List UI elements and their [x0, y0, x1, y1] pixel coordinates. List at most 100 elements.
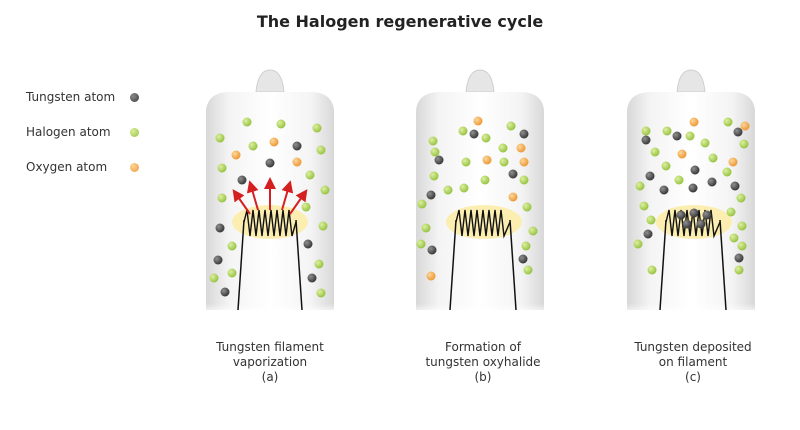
deposited-tungsten-atoms	[676, 208, 712, 229]
tungsten-atom	[303, 239, 313, 249]
tungsten-atom	[215, 223, 225, 233]
oxygen-atom	[677, 149, 687, 159]
halogen-atom	[635, 181, 645, 191]
halogen-atom	[523, 265, 533, 275]
tungsten-atom	[659, 185, 669, 195]
tungsten-atom	[696, 219, 706, 229]
tungsten-atom	[213, 255, 223, 265]
halogen-atom	[685, 131, 695, 141]
tungsten-atom	[707, 177, 717, 187]
halogen-atom	[646, 215, 656, 225]
oxygen-atom	[740, 121, 750, 131]
halogen-atom	[459, 183, 469, 193]
legend-label-tungsten: Tungsten atom	[26, 90, 116, 104]
halogen-atom	[519, 175, 529, 185]
tungsten-atom	[702, 210, 712, 220]
caption-b-line2: tungsten oxyhalide	[425, 355, 541, 369]
bulb-b-atoms	[416, 116, 538, 281]
tungsten-atom	[643, 229, 653, 239]
halogen-atom	[481, 133, 491, 143]
halogen-atom	[506, 121, 516, 131]
vapor-arrow	[289, 189, 308, 215]
halogen-atom	[522, 202, 532, 212]
halogen-atom	[227, 241, 237, 251]
halogen-atom	[737, 221, 747, 231]
tungsten-atom	[427, 245, 437, 255]
tungsten-atom	[292, 141, 302, 151]
halogen-atom	[708, 153, 718, 163]
tungsten-atom	[641, 135, 651, 145]
caption-b-label: (b)	[474, 370, 492, 384]
bulb-b-lead-left	[449, 219, 457, 311]
halogen-atom	[739, 139, 749, 149]
halogen-atom	[647, 265, 657, 275]
tungsten-atom	[519, 129, 529, 139]
halogen-atom	[729, 233, 739, 243]
halogen-atom	[305, 170, 315, 180]
halogen-atom	[633, 239, 643, 249]
tungsten-atom	[688, 183, 698, 193]
tungsten-atom	[469, 129, 479, 139]
legend-label-oxygen: Oxygen atom	[26, 160, 108, 174]
halogen-atom	[417, 199, 427, 209]
tungsten-atom	[645, 171, 655, 181]
bulb-a-atoms	[209, 117, 330, 298]
bulb-a-lead-right	[295, 219, 303, 311]
bulb-b-filament	[455, 209, 511, 239]
tungsten-atom	[307, 273, 317, 283]
bulb-c-cap	[676, 69, 706, 93]
halogen-atom	[301, 202, 311, 212]
caption-c-line1: Tungsten deposited	[634, 340, 752, 354]
oxygen-atom	[269, 137, 279, 147]
caption-b-line1: Formation of	[445, 340, 521, 354]
oxygen-atom-icon	[130, 162, 139, 172]
halogen-atom	[421, 223, 431, 233]
halogen-atom	[217, 193, 227, 203]
tungsten-atom	[220, 287, 230, 297]
caption-a: Tungsten filament vaporization (a)	[180, 340, 360, 385]
caption-a-line2: vaporization	[232, 355, 308, 369]
tungsten-atom	[434, 155, 444, 165]
halogen-atom	[737, 241, 747, 251]
bulb-b	[410, 69, 550, 315]
halogen-atom	[461, 157, 471, 167]
tungsten-atom	[733, 127, 743, 137]
halogen-atom	[209, 273, 219, 283]
halogen-atom	[700, 138, 710, 148]
halogen-atom	[722, 167, 732, 177]
halogen-atom	[734, 265, 744, 275]
oxygen-atom	[473, 116, 483, 126]
halogen-atom	[215, 133, 225, 143]
oxygen-atom	[231, 150, 241, 160]
caption-c: Tungsten deposited on filament (c)	[603, 340, 783, 385]
oxygen-atom	[426, 271, 436, 281]
diagram-title: The Halogen regenerative cycle	[256, 12, 544, 31]
oxygen-atom	[519, 157, 529, 167]
tungsten-atom	[237, 175, 247, 185]
halogen-atom	[316, 145, 326, 155]
bulb-a-cap	[255, 69, 285, 93]
tungsten-atom	[734, 253, 744, 263]
bulb-c-lead-right	[719, 219, 727, 311]
halogen-atom	[242, 117, 252, 127]
tungsten-atom	[689, 208, 699, 218]
caption-a-line1: Tungsten filament	[216, 340, 324, 354]
legend: Tungsten atom Halogen atom Oxygen atom	[26, 88, 139, 193]
halogen-atom	[726, 207, 736, 217]
halogen-atom	[499, 157, 509, 167]
halogen-atom	[641, 126, 651, 136]
oxygen-atom	[508, 192, 518, 202]
halogen-atom	[723, 117, 733, 127]
bulb-a	[200, 69, 340, 315]
halogen-atom	[521, 241, 531, 251]
tungsten-atom-icon	[130, 92, 139, 102]
oxygen-atom	[516, 143, 526, 153]
halogen-atom	[443, 185, 453, 195]
tungsten-atom	[690, 165, 700, 175]
vapor-arrow	[232, 189, 251, 215]
bulb-c-lead-left	[659, 219, 667, 311]
caption-a-label: (a)	[261, 370, 279, 384]
vapor-arrow	[246, 180, 259, 211]
legend-item-halogen: Halogen atom	[26, 123, 139, 141]
